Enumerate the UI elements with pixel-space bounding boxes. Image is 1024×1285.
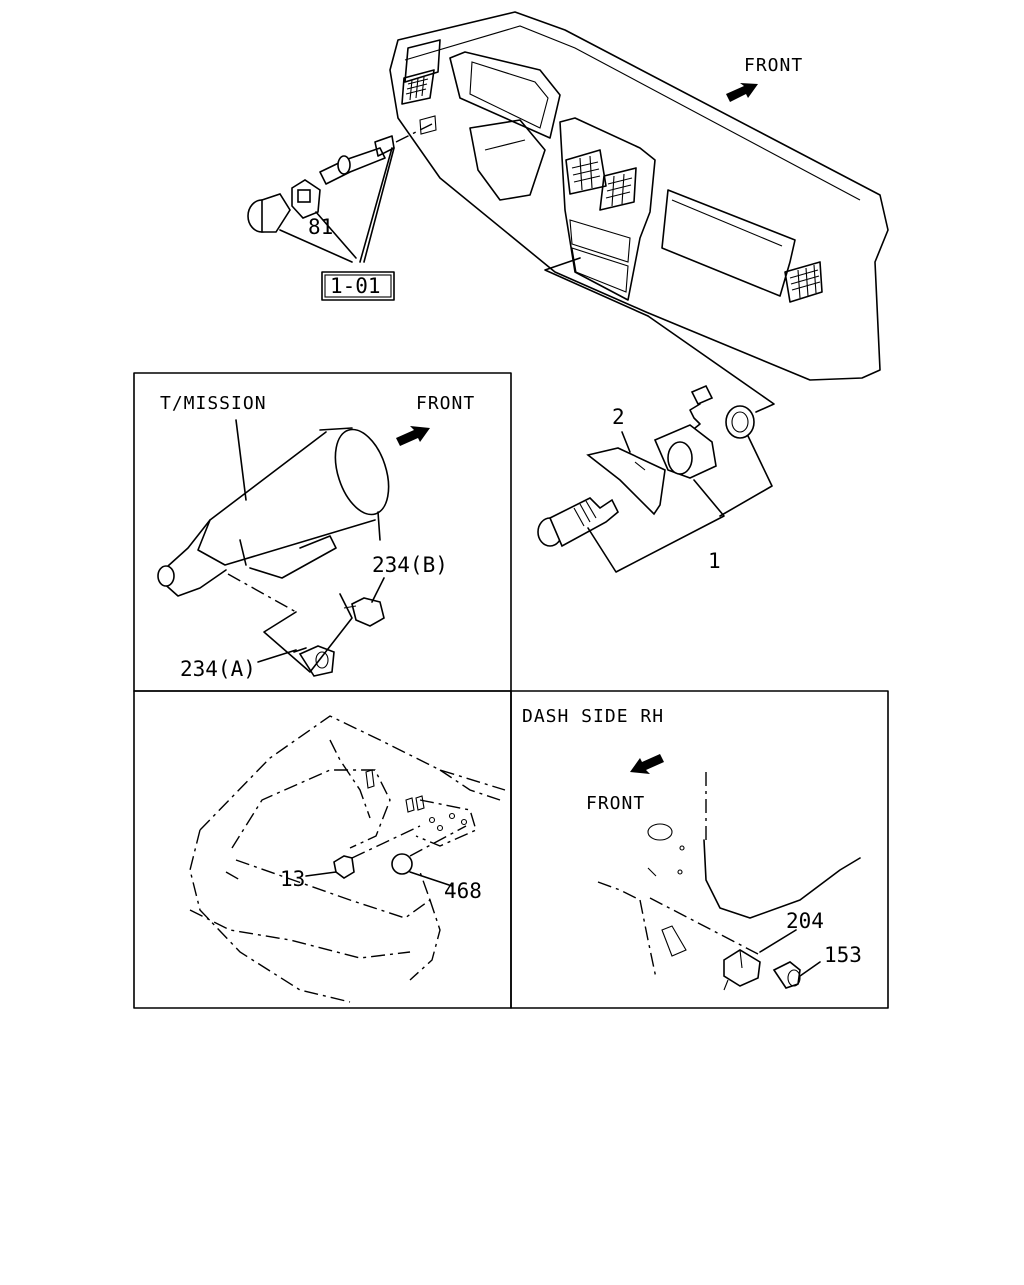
dash-side-panel: DASH SIDE RH FRONT 204 153	[522, 706, 862, 991]
panel-frames	[133, 372, 889, 1009]
lighter-assembly: 2 1	[537, 384, 773, 573]
transmission-panel: T/MISSION FRONT 234(B) 234(A)	[157, 393, 475, 681]
callout-234b: 234(B)	[372, 553, 448, 577]
engine-bay-panel: 13 468	[189, 715, 506, 1003]
callout-468: 468	[444, 879, 482, 903]
callout-1: 1	[708, 549, 721, 573]
front-direction-label-transmission: FRONT	[416, 393, 475, 414]
callout-234a: 234(A)	[180, 657, 256, 681]
front-direction-label-top: FRONT	[744, 55, 803, 76]
transmission-title: T/MISSION	[160, 393, 267, 414]
callout-153: 153	[824, 943, 862, 967]
callout-81: 81	[308, 215, 333, 239]
ref-box-1-01: 1-01	[330, 274, 381, 298]
dash-side-title: DASH SIDE RH	[522, 706, 664, 727]
callout-204: 204	[786, 909, 824, 933]
callout-2: 2	[612, 405, 625, 429]
callout-13: 13	[280, 867, 305, 891]
dashboard-view: FRONT 81 1-01	[247, 11, 889, 413]
front-direction-label-dash: FRONT	[586, 793, 645, 814]
